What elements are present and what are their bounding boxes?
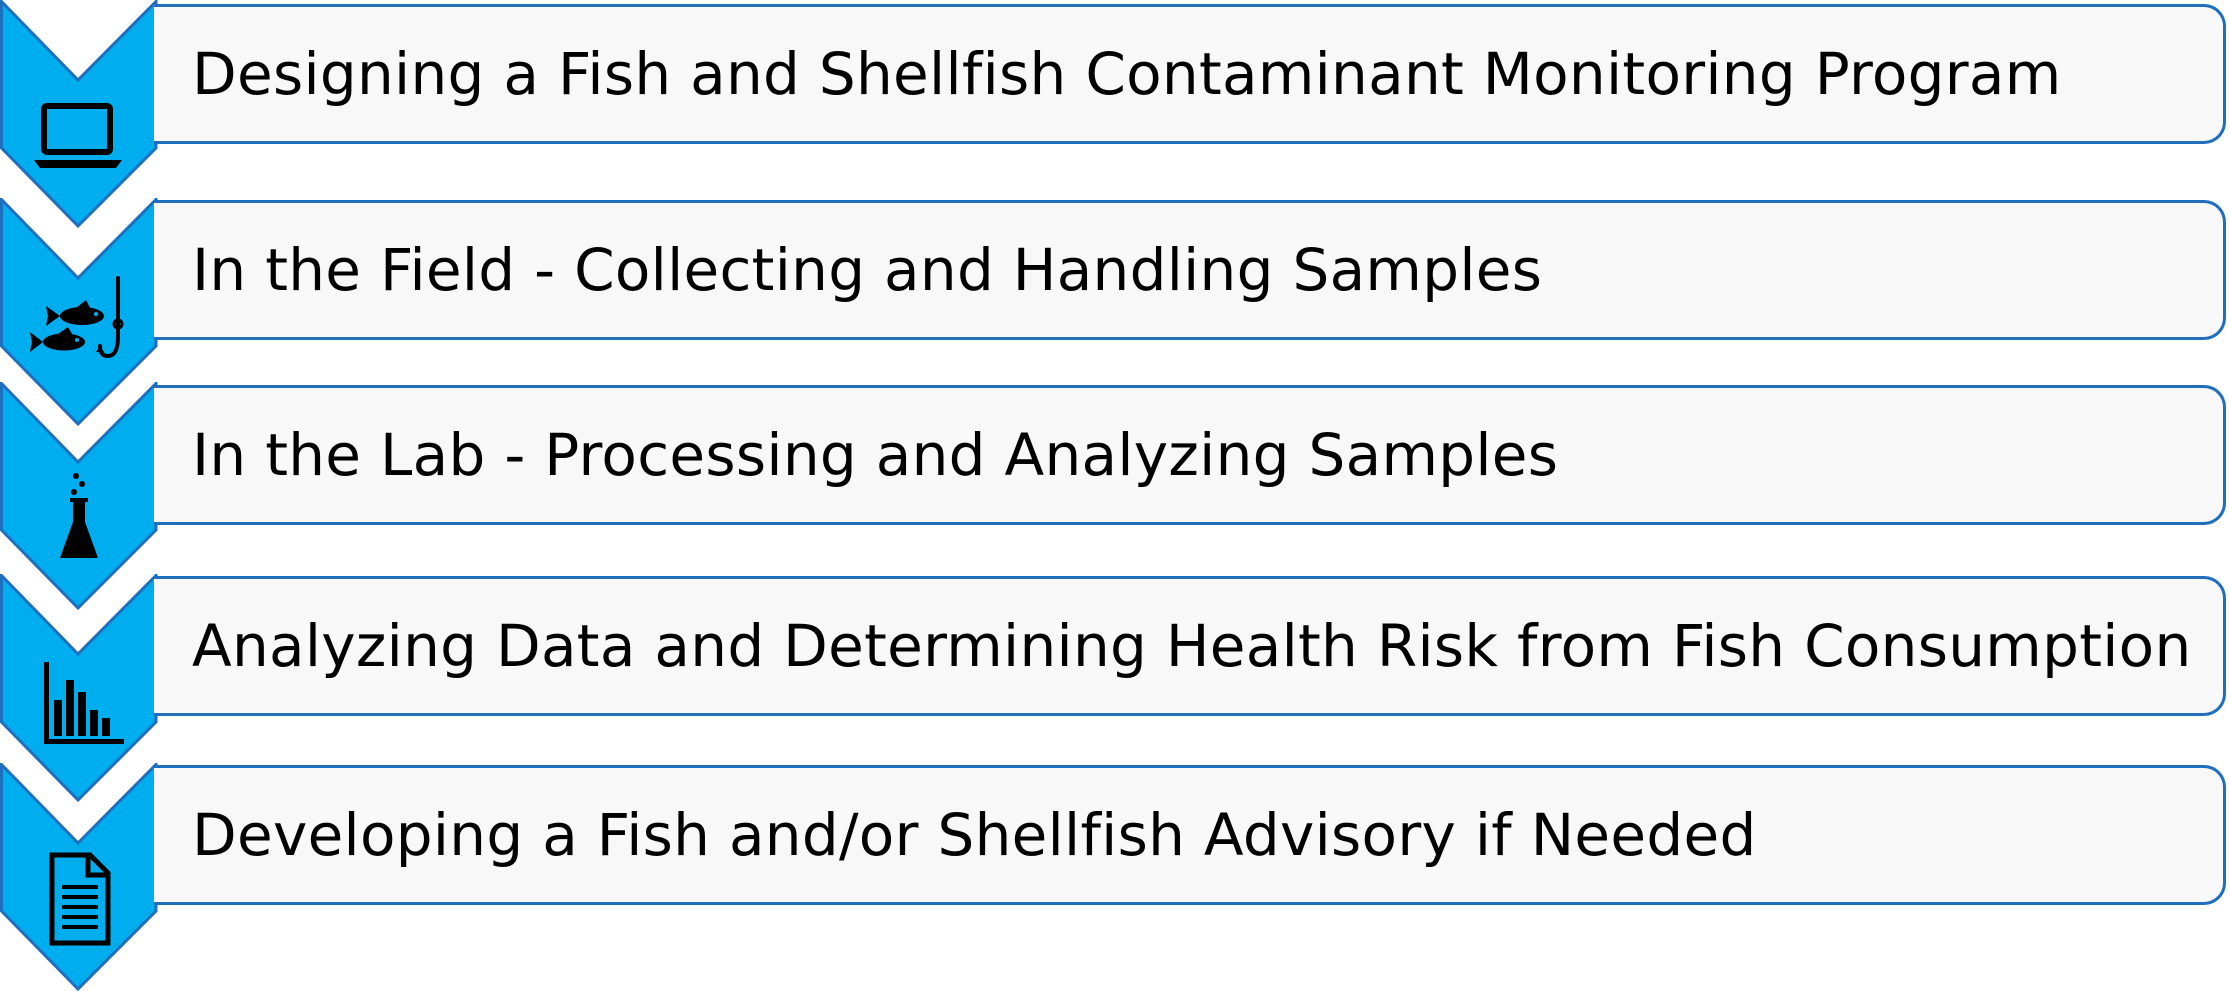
flask-icon xyxy=(30,470,126,566)
step-chevron xyxy=(0,382,160,610)
fish-hook-icon xyxy=(30,272,126,368)
bar-chart-icon xyxy=(30,654,126,750)
document-icon xyxy=(30,851,126,947)
step-box: In the Lab - Processing and Analyzing Sa… xyxy=(154,385,2226,525)
laptop-icon xyxy=(30,88,126,184)
step-box: In the Field - Collecting and Handling S… xyxy=(154,200,2226,340)
step-label: In the Field - Collecting and Handling S… xyxy=(192,236,1543,304)
step-label: Developing a Fish and/or Shellfish Advis… xyxy=(192,801,1757,869)
step-box: Designing a Fish and Shellfish Contamina… xyxy=(154,4,2226,144)
step-label: Designing a Fish and Shellfish Contamina… xyxy=(192,40,2062,108)
step-label: Analyzing Data and Determining Health Ri… xyxy=(192,612,2192,680)
step-box: Developing a Fish and/or Shellfish Advis… xyxy=(154,765,2226,905)
step-chevron xyxy=(0,0,160,228)
step-chevron xyxy=(0,763,160,991)
step-box: Analyzing Data and Determining Health Ri… xyxy=(154,576,2226,716)
step-label: In the Lab - Processing and Analyzing Sa… xyxy=(192,421,1559,489)
